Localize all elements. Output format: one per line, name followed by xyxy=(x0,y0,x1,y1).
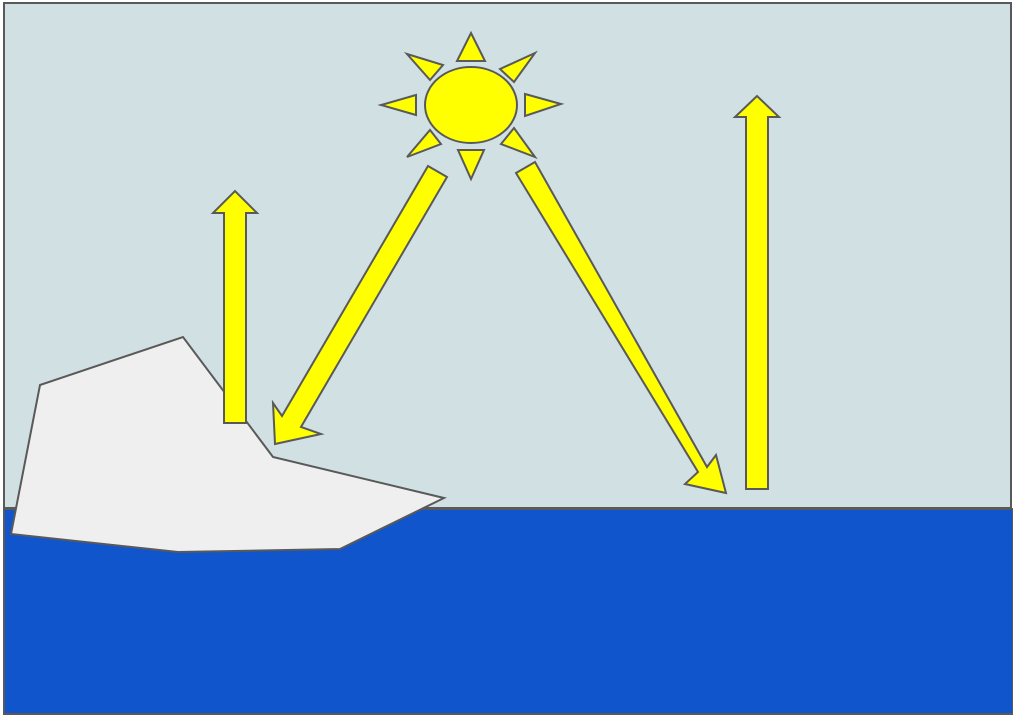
sun-disc xyxy=(425,67,517,143)
sun xyxy=(381,33,561,179)
